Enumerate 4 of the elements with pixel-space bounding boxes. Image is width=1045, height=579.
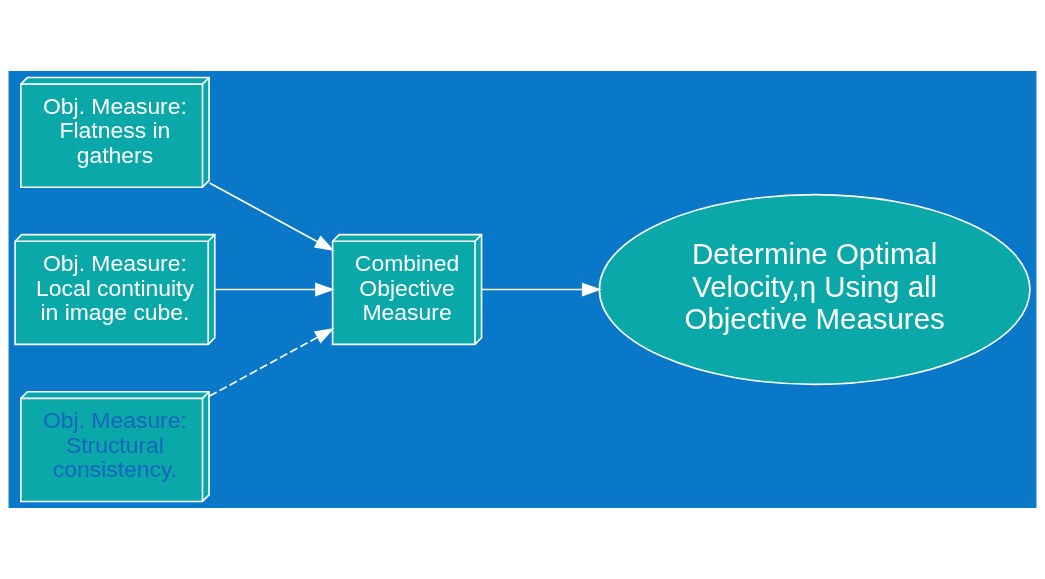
arrow: [481, 282, 602, 297]
node-ellipse: Determine Optimal Velocity,η Using all Objective Measures: [598, 193, 1031, 386]
arrow: [208, 328, 335, 397]
arrow: [214, 282, 335, 297]
